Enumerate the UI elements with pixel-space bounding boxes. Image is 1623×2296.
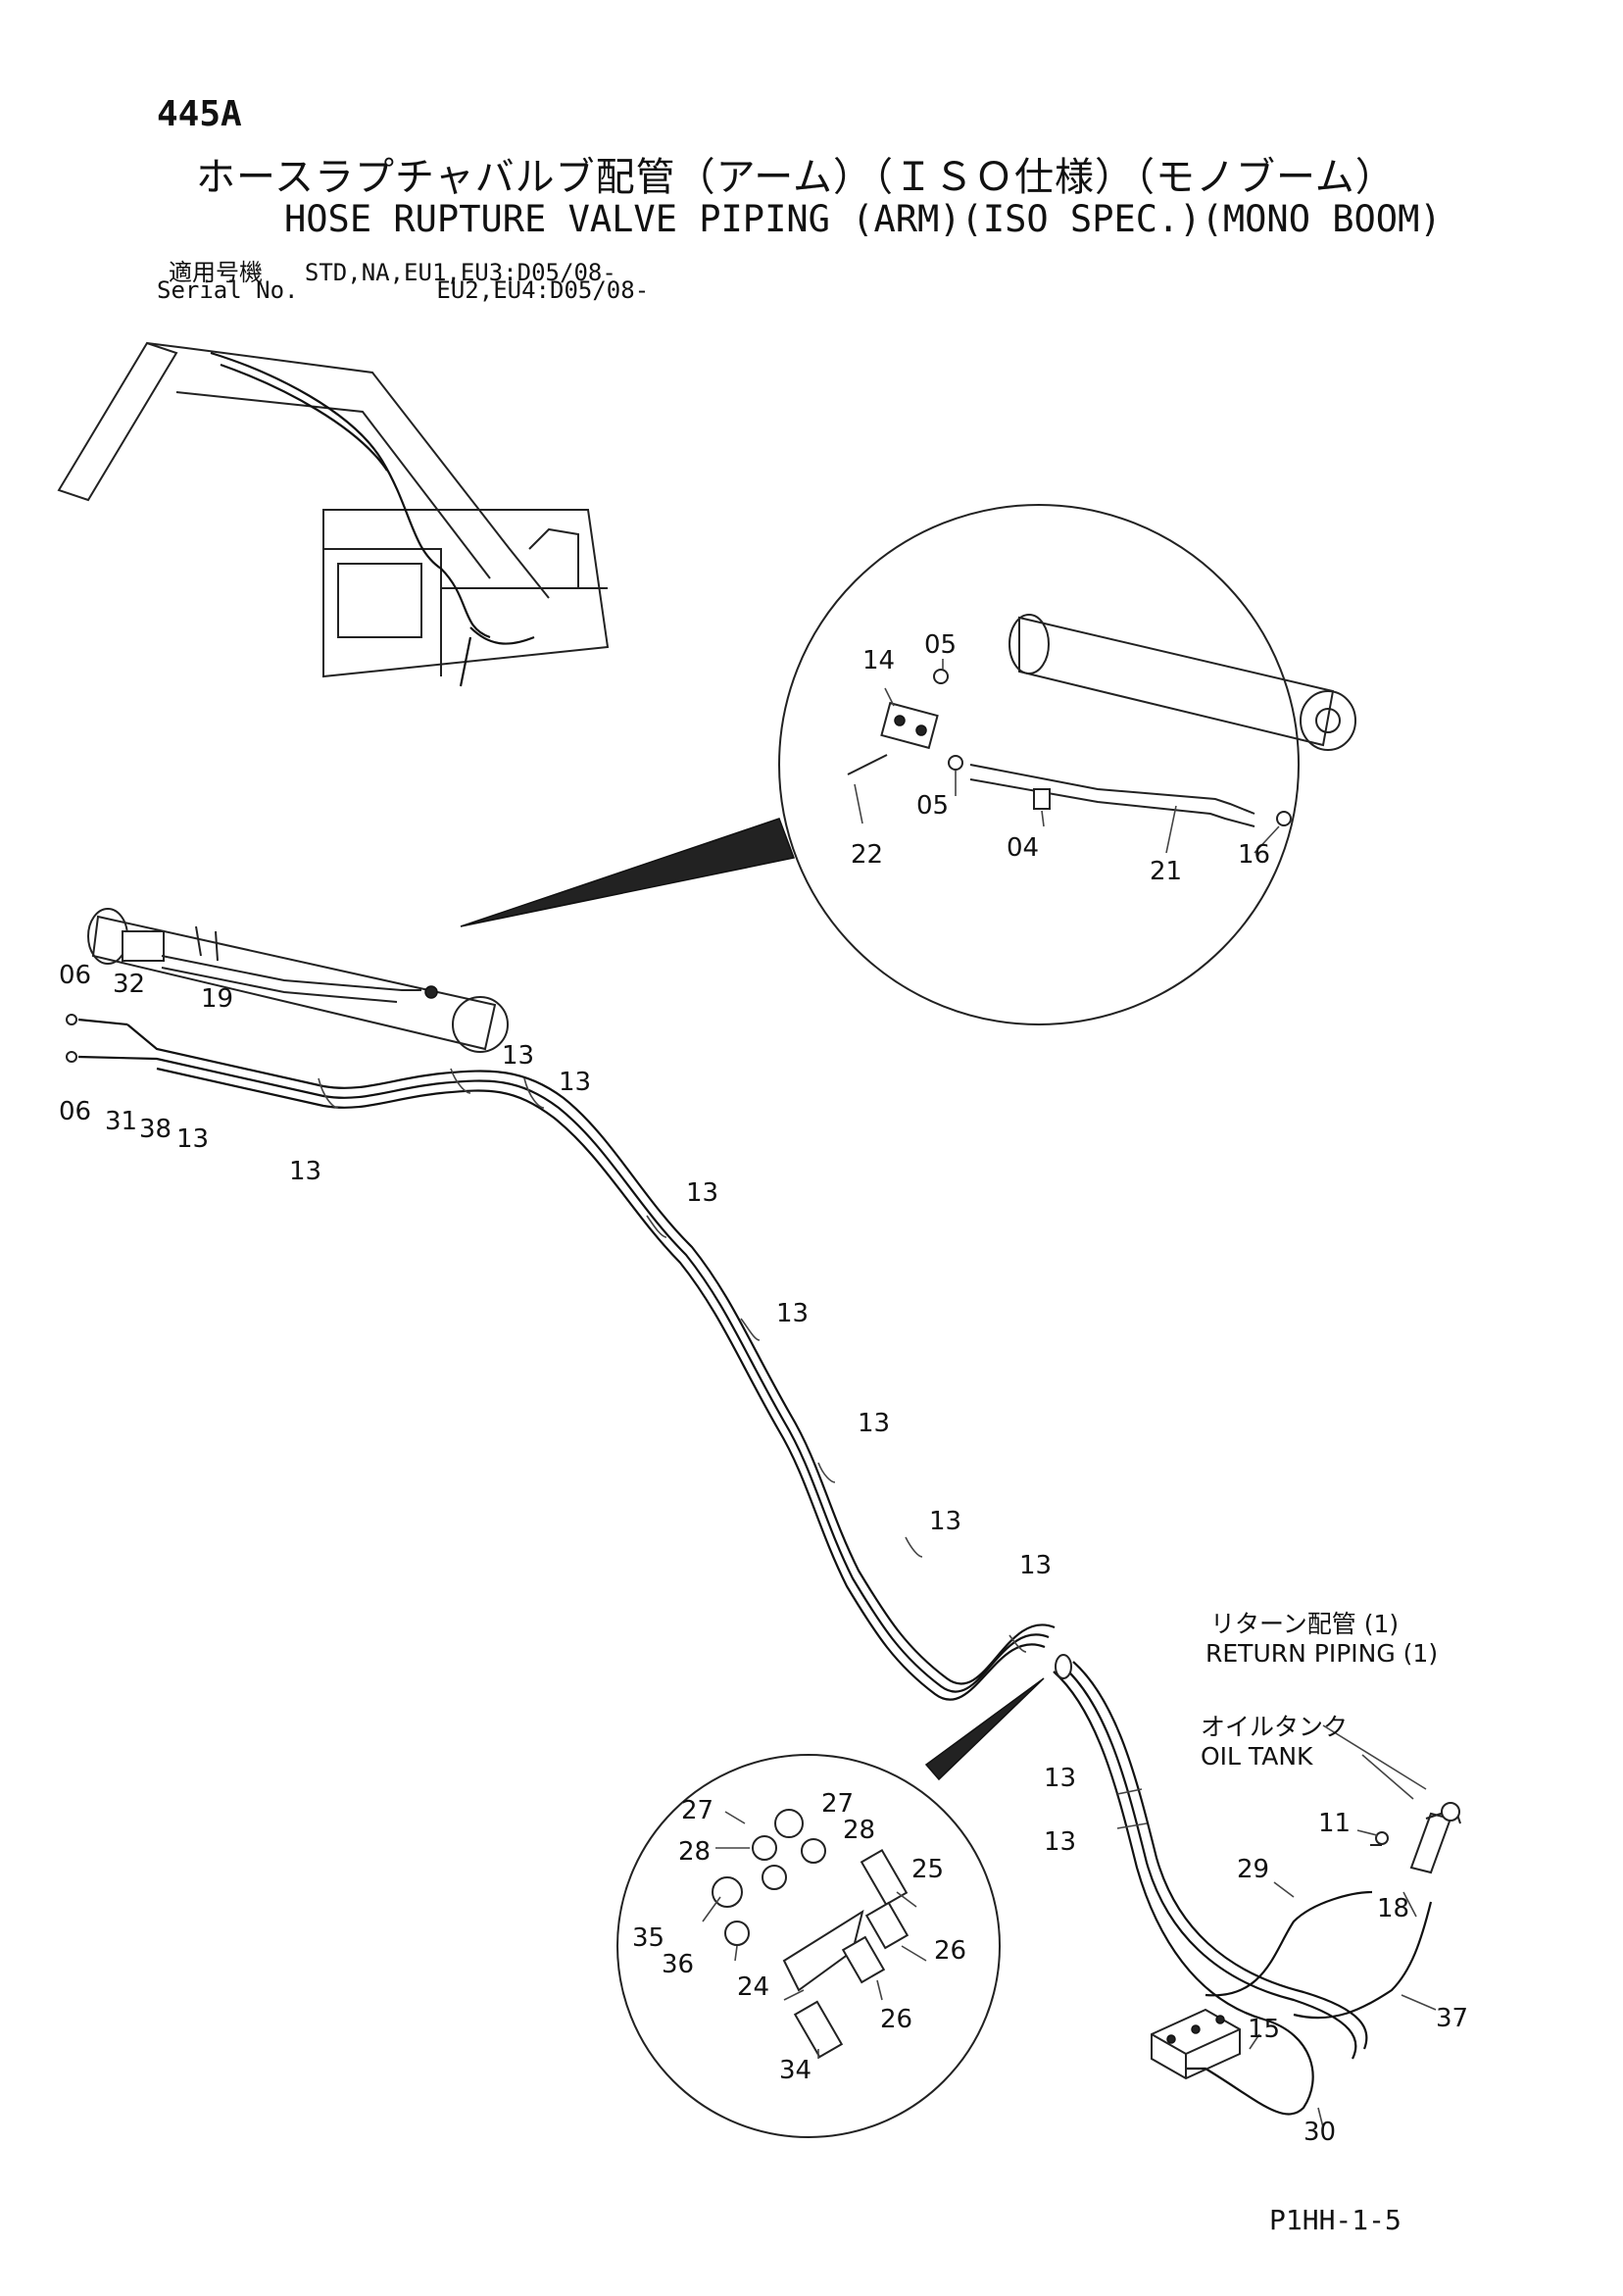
page-id: P1HH-1-5 <box>1269 2204 1402 2236</box>
label-13-r2: 13 <box>559 1068 591 1097</box>
label-21: 21 <box>1150 857 1182 886</box>
excavator-overview <box>57 341 610 687</box>
label-32: 32 <box>113 970 145 999</box>
serial-values-2: EU2,EU4:D05/08- <box>436 276 650 304</box>
detail-leader-top <box>460 818 796 927</box>
label-16: 16 <box>1238 840 1270 870</box>
label-06a: 06 <box>59 961 91 990</box>
label-18: 18 <box>1377 1894 1409 1923</box>
label-36: 36 <box>662 1950 694 1979</box>
label-28b: 28 <box>678 1837 711 1867</box>
label-13-arm-b: 13 <box>289 1157 321 1186</box>
label-15: 15 <box>1248 2015 1280 2044</box>
label-30: 30 <box>1303 2118 1336 2147</box>
label-05b: 05 <box>916 791 949 821</box>
label-06b: 06 <box>59 1097 91 1126</box>
diagram-code: 445A <box>157 94 242 134</box>
label-24: 24 <box>737 1972 769 2002</box>
serial-line-2: Serial No. EU2,EU4:D05/08- <box>157 276 649 304</box>
label-26a: 26 <box>934 1936 966 1966</box>
label-13-arm-a: 13 <box>176 1124 209 1154</box>
detail-leader-bottom <box>924 1677 1045 1781</box>
label-13-r9: 13 <box>1044 1827 1076 1857</box>
serial-line-1: 適用号機 STD,NA,EU1,EU3:D05/08- <box>169 253 616 287</box>
note-return-en: RETURN PIPING (1) <box>1205 1639 1438 1668</box>
label-13-r4: 13 <box>776 1299 809 1328</box>
serial-values-1: STD,NA,EU1,EU3:D05/08- <box>304 259 616 286</box>
arm-cylinder <box>87 908 509 1053</box>
serial-label-en: Serial No. <box>157 276 299 304</box>
label-28a: 28 <box>843 1816 875 1845</box>
label-13-r1: 13 <box>502 1041 534 1071</box>
label-31: 31 <box>105 1107 137 1136</box>
label-26b: 26 <box>880 2005 912 2034</box>
label-11: 11 <box>1318 1809 1351 1838</box>
label-38: 38 <box>139 1115 172 1144</box>
label-37: 37 <box>1436 2004 1468 2033</box>
note-tank-jp: オイルタンク <box>1201 1713 1348 1741</box>
label-04: 04 <box>1007 833 1039 863</box>
label-19: 19 <box>201 984 233 1014</box>
label-22: 22 <box>851 840 883 870</box>
detail-circle-top <box>778 504 1356 1025</box>
label-27b: 27 <box>681 1796 713 1825</box>
detail-circle-bottom <box>616 1754 1001 2138</box>
label-14: 14 <box>862 646 895 675</box>
title-english: HOSE RUPTURE VALVE PIPING (ARM)(ISO SPEC… <box>284 198 1442 240</box>
note-return-jp: リターン配管 (1) <box>1210 1610 1399 1638</box>
label-13-r6: 13 <box>929 1507 961 1536</box>
label-13-r8: 13 <box>1044 1764 1076 1793</box>
note-tank-en: OIL TANK <box>1201 1742 1313 1771</box>
label-13-r5: 13 <box>858 1409 890 1438</box>
label-13-r7: 13 <box>1019 1551 1052 1580</box>
label-05a: 05 <box>924 630 957 660</box>
label-35: 35 <box>632 1923 664 1953</box>
tank-area <box>1151 1724 1461 2128</box>
label-13-r3: 13 <box>686 1178 718 1208</box>
label-34: 34 <box>779 2056 812 2085</box>
serial-label-jp: 適用号機 <box>169 259 263 286</box>
label-29: 29 <box>1237 1855 1269 1884</box>
hose-route <box>66 1014 1433 2116</box>
label-27a: 27 <box>821 1789 854 1819</box>
label-25: 25 <box>911 1855 944 1884</box>
title-japanese: ホースラプチャバルブ配管（アーム）（ＩＳＯ仕様）（モノブーム） <box>196 155 1396 200</box>
